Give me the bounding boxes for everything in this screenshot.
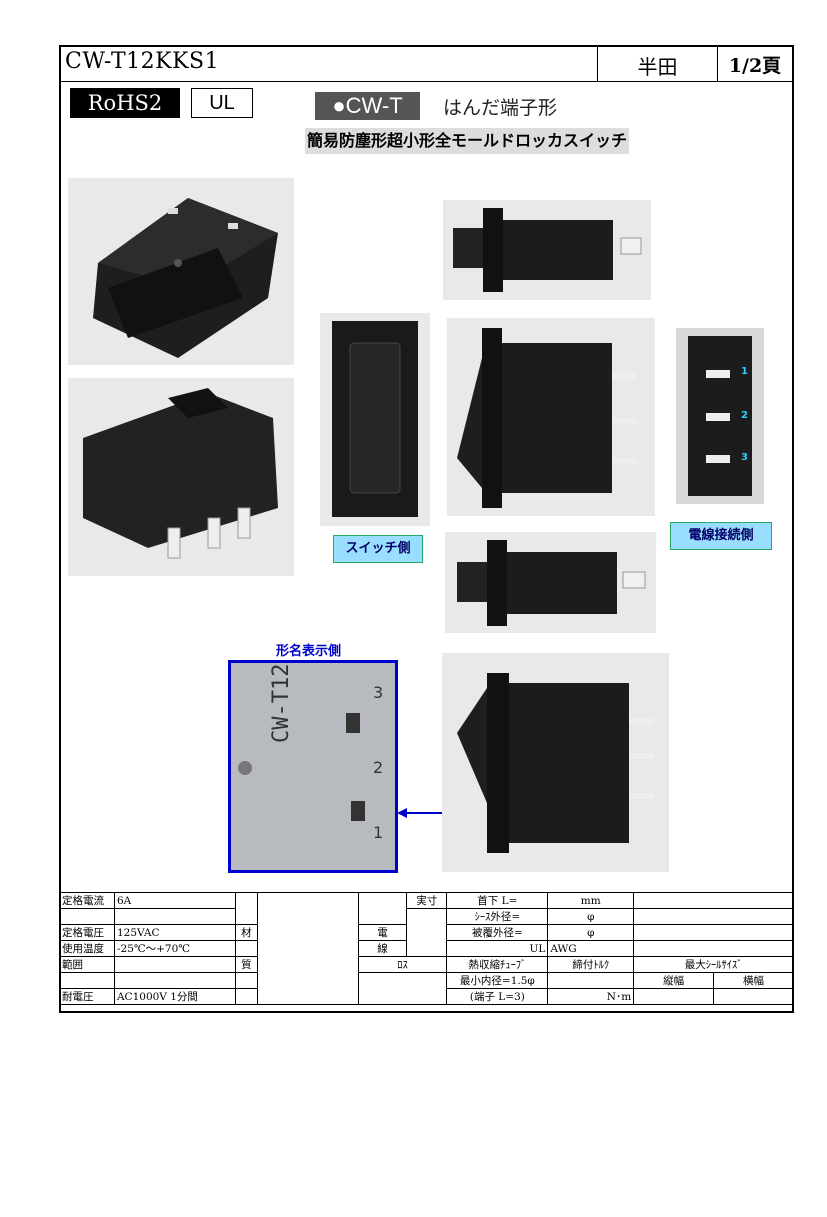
rated-voltage-label: 定格電圧 bbox=[59, 924, 115, 941]
temp-label-1: 使用温度 bbox=[59, 940, 115, 957]
terminal-length: (端子 L=3) bbox=[446, 988, 549, 1005]
wire-label-2: 線 bbox=[357, 940, 408, 957]
switch-illustration bbox=[457, 673, 654, 853]
marking-illustration bbox=[231, 663, 395, 870]
awg-label: AWG bbox=[547, 940, 635, 957]
ul-badge: UL bbox=[191, 88, 253, 118]
empty-cell bbox=[633, 924, 794, 941]
torque-label: 締付ﾄﾙｸ bbox=[547, 956, 635, 973]
min-inner-diameter: 最小内径=1.5φ bbox=[446, 972, 549, 989]
empty-cell bbox=[59, 908, 115, 925]
empty-cell bbox=[713, 988, 794, 1005]
withstand-label: 耐電圧 bbox=[59, 988, 115, 1005]
product-subtitle: 簡易防塵形超小形全モールドロッカスイッチ bbox=[305, 128, 629, 154]
page-number: 1/2頁 bbox=[728, 55, 782, 77]
caption-switch-side: スイッチ側 bbox=[333, 535, 423, 563]
empty-cell bbox=[113, 908, 236, 925]
photo-switch-angled bbox=[68, 178, 294, 365]
actual-label: 実寸 bbox=[406, 892, 448, 909]
withstand-value: AC1000V 1分間 bbox=[113, 988, 236, 1005]
switch-illustration bbox=[457, 540, 646, 626]
empty-cell bbox=[633, 892, 794, 909]
series-badge: ●CW-T bbox=[315, 92, 420, 120]
loss-value bbox=[357, 972, 448, 1005]
empty-cell bbox=[234, 940, 258, 957]
temp-label-2: 範囲 bbox=[59, 956, 115, 973]
empty-cell bbox=[113, 956, 236, 973]
terminal-type: 半田 bbox=[637, 55, 678, 79]
switch-illustration bbox=[688, 336, 752, 496]
sheath-label: ｼｰｽ外径= bbox=[446, 908, 549, 925]
divider bbox=[597, 47, 598, 81]
caption-wire-side: 電線接続側 bbox=[670, 522, 772, 550]
photo-wire-side: 1 2 3 bbox=[676, 328, 764, 504]
divider bbox=[717, 47, 718, 81]
marking-model-text: CW-T12 bbox=[269, 663, 294, 743]
photo-side-view bbox=[443, 200, 651, 300]
empty-cell bbox=[633, 988, 715, 1005]
cover-unit: φ bbox=[547, 924, 635, 941]
terminal-number: 3 bbox=[741, 452, 748, 463]
marking-digit: 2 bbox=[373, 758, 384, 777]
series-description: はんだ端子形 bbox=[443, 97, 558, 119]
photo-marking-closeup: CW-T12 3 2 1 bbox=[228, 660, 398, 873]
neck-unit: mm bbox=[547, 892, 635, 909]
terminal-number: 1 bbox=[741, 366, 748, 377]
rated-current-label: 定格電流 bbox=[59, 892, 115, 909]
material-label-2: 質 bbox=[234, 956, 258, 973]
empty-cell bbox=[234, 988, 258, 1005]
marking-digit: 1 bbox=[373, 823, 384, 842]
temp-value: -25℃～+70℃ bbox=[113, 940, 236, 957]
material-label-1: 材 bbox=[234, 924, 258, 941]
neck-label: 首下 L= bbox=[446, 892, 549, 909]
vertical-label: 縦幅 bbox=[633, 972, 715, 989]
empty-cell bbox=[547, 972, 635, 989]
horizontal-label: 横幅 bbox=[713, 972, 794, 989]
rated-voltage-value: 125VAC bbox=[113, 924, 236, 941]
switch-illustration bbox=[332, 321, 418, 517]
photo-switch-side bbox=[320, 313, 430, 526]
seal-label: 最大ｼｰﾙｻｲｽﾞ bbox=[633, 956, 794, 973]
wire-label-1: 電 bbox=[357, 924, 408, 941]
caption-marking-side: 形名表示側 bbox=[276, 644, 342, 659]
terminal-number: 2 bbox=[741, 410, 748, 421]
marking-digit: 3 bbox=[373, 683, 384, 702]
empty-cell bbox=[357, 892, 408, 925]
photo-side-large bbox=[447, 318, 655, 516]
rohs-badge: RoHS2 bbox=[70, 88, 180, 118]
photo-side-bottom-large bbox=[442, 653, 669, 872]
switch-illustration bbox=[457, 328, 637, 508]
loss-label: ﾛｽ bbox=[357, 956, 448, 973]
empty-cell bbox=[234, 972, 258, 989]
empty-cell bbox=[59, 972, 115, 989]
header-bar: CW-T12KKS1 半田 1/2頁 bbox=[61, 47, 792, 82]
model-number: CW-T12KKS1 bbox=[65, 49, 220, 74]
empty-cell bbox=[234, 892, 258, 925]
ul-label: UL bbox=[446, 940, 549, 957]
material-value bbox=[256, 892, 359, 1005]
sheath-unit: φ bbox=[547, 908, 635, 925]
switch-illustration bbox=[93, 198, 278, 358]
empty-cell bbox=[113, 972, 236, 989]
switch-illustration bbox=[453, 208, 642, 292]
empty-cell bbox=[406, 908, 448, 957]
empty-cell bbox=[633, 908, 794, 925]
rated-current-value: 6A bbox=[113, 892, 236, 909]
spec-table: 定格電流 6A 実寸 首下 L= mm ｼｰｽ外径= φ 定格電圧 125VAC… bbox=[59, 892, 794, 1005]
switch-illustration bbox=[83, 388, 278, 559]
tube-label: 熱収縮ﾁｭｰﾌﾞ bbox=[446, 956, 549, 973]
cover-label: 被覆外径= bbox=[446, 924, 549, 941]
photo-switch-bottom bbox=[68, 378, 294, 576]
torque-unit: N･m bbox=[547, 988, 635, 1005]
photo-side-view-2 bbox=[445, 532, 656, 633]
empty-cell bbox=[633, 940, 794, 957]
page-frame: CW-T12KKS1 半田 1/2頁 bbox=[59, 45, 794, 1013]
